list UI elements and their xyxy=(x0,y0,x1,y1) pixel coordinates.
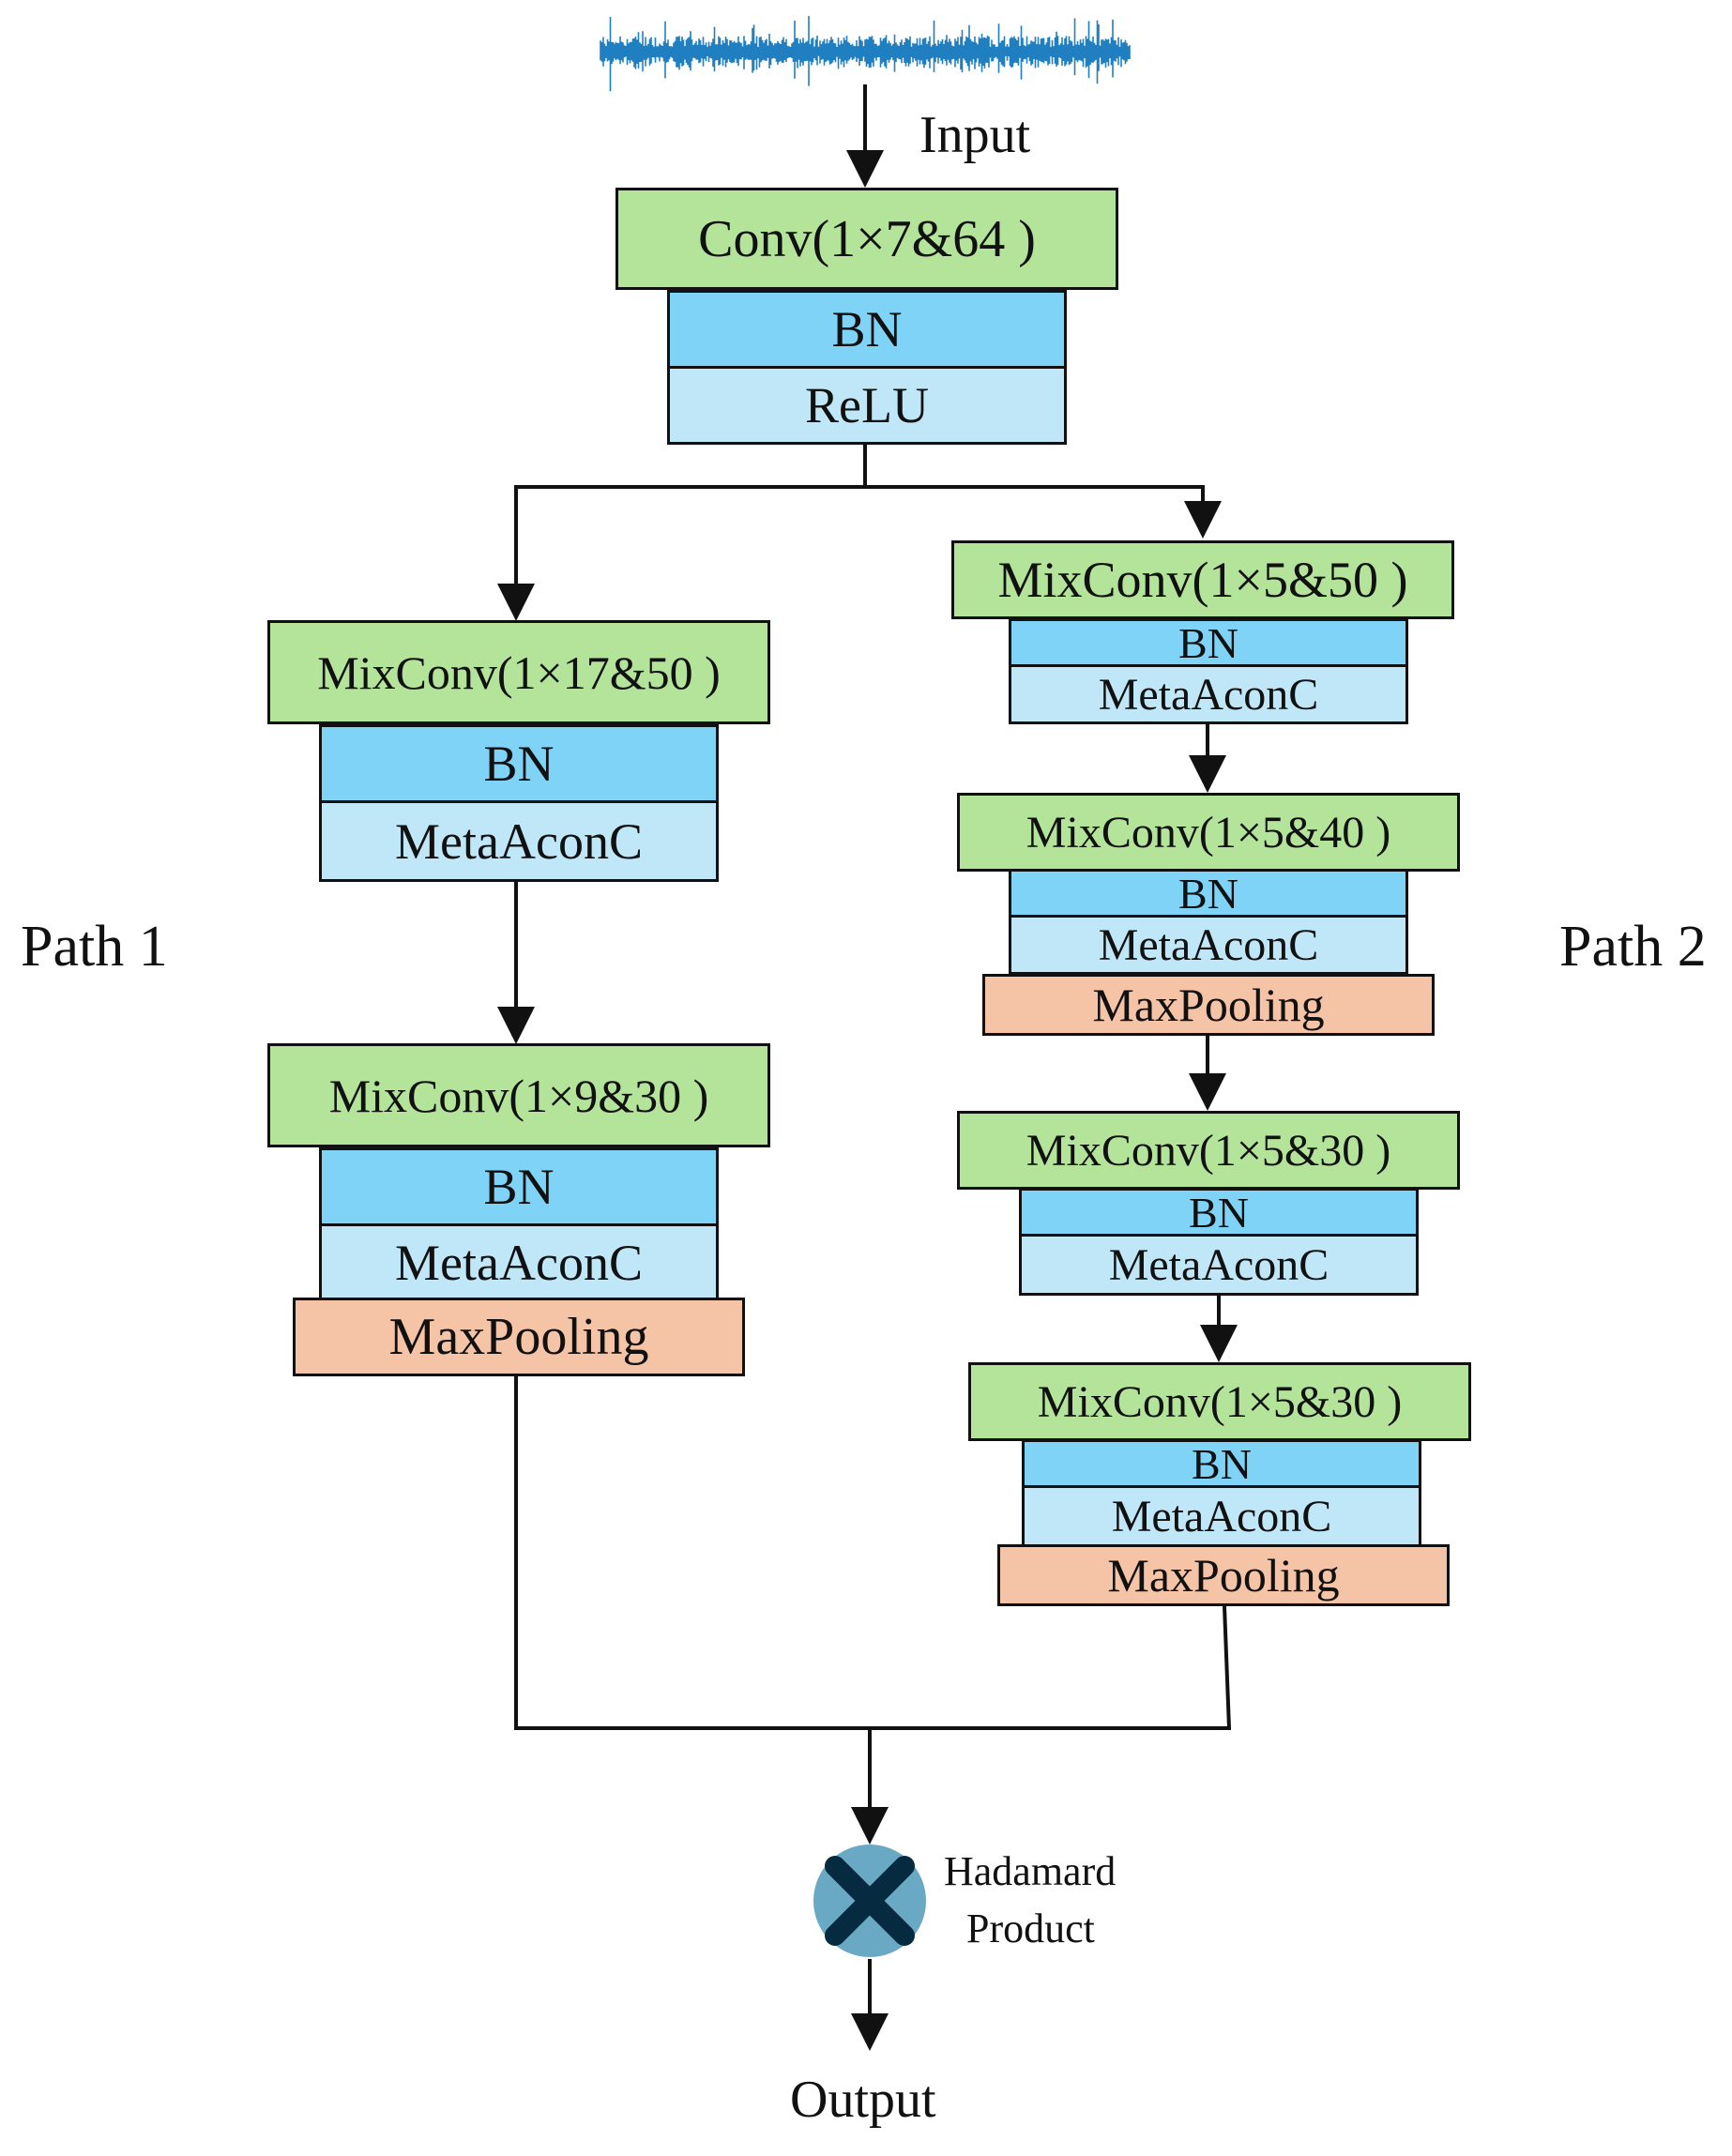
path1-block1-bn: BN xyxy=(319,724,719,803)
hadamard-label-line1: Hadamard xyxy=(944,1848,1117,1894)
path1-block1-act: MetaAconC xyxy=(319,800,719,882)
path1-block2-bn: BN xyxy=(319,1147,719,1226)
path1-block1-conv: MixConv(1×17&50 ) xyxy=(267,620,770,724)
path2-block3-act: MetaAconC xyxy=(1019,1234,1419,1296)
path2-block1-bn: BN xyxy=(1009,618,1408,667)
output-label: Output xyxy=(790,2071,936,2129)
hadamard-label-line2: Product xyxy=(966,1905,1095,1951)
input-label: Input xyxy=(919,106,1031,164)
multiply-cross-icon xyxy=(825,1856,915,1946)
path2-block2-conv: MixConv(1×5&40 ) xyxy=(957,793,1460,872)
stem-conv-block: Conv(1×7&64 ) xyxy=(615,188,1118,290)
arrow-to-path2-block1 xyxy=(863,485,1222,539)
path1-block2-act: MetaAconC xyxy=(319,1223,719,1302)
path2-block2-pool: MaxPooling xyxy=(982,974,1435,1036)
input-signal-waveform xyxy=(600,16,1131,92)
path1-block2-pool: MaxPooling xyxy=(293,1298,745,1376)
path2-block2-act: MetaAconC xyxy=(1009,915,1408,975)
path2-block2-bn: BN xyxy=(1009,869,1408,918)
split-connector xyxy=(516,445,867,489)
path2-block3-conv: MixConv(1×5&30 ) xyxy=(957,1111,1460,1190)
path2-block3-bn: BN xyxy=(1019,1188,1419,1237)
stem-bn-block: BN xyxy=(667,290,1067,369)
path1-label: Path 1 xyxy=(21,915,168,979)
path2-block1-act: MetaAconC xyxy=(1009,664,1408,724)
stem-relu-block: ReLU xyxy=(667,366,1067,445)
path2-block4-act: MetaAconC xyxy=(1022,1485,1421,1547)
signal-trace xyxy=(600,16,1131,92)
path1-block2-conv: MixConv(1×9&30 ) xyxy=(267,1043,770,1147)
path2-block4-bn: BN xyxy=(1022,1439,1421,1488)
path2-block4-pool: MaxPooling xyxy=(997,1544,1450,1606)
path2-block4-conv: MixConv(1×5&30 ) xyxy=(968,1362,1471,1441)
path2-label: Path 2 xyxy=(1559,915,1707,979)
path2-block1-conv: MixConv(1×5&50 ) xyxy=(951,540,1454,619)
merge-connector xyxy=(514,1376,1232,1730)
